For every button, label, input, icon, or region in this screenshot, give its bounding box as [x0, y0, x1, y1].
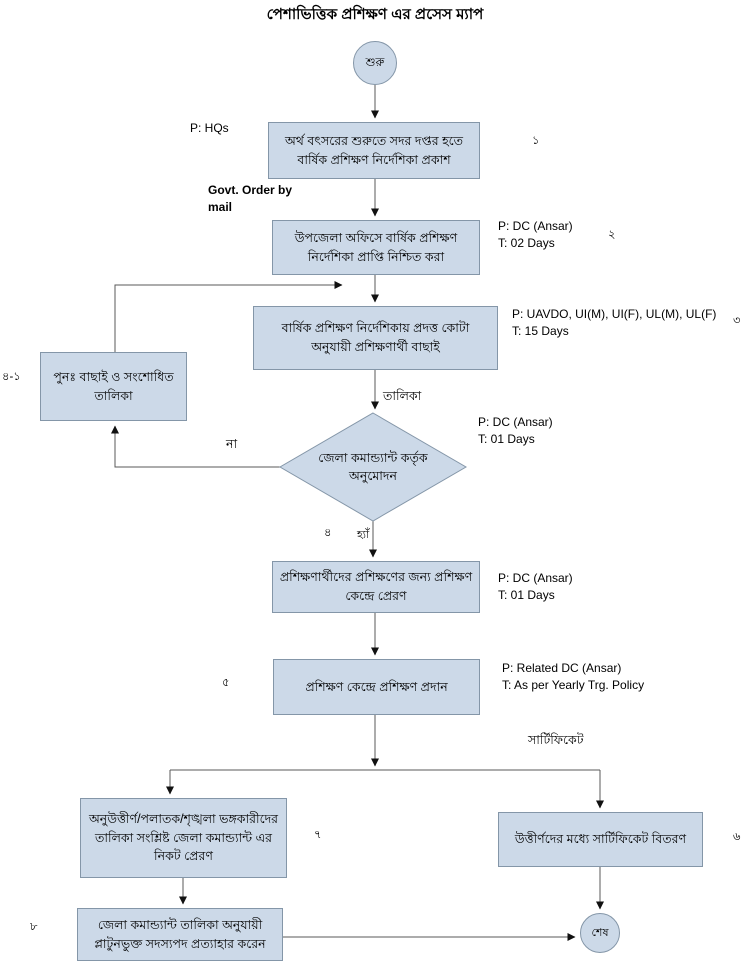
step-number-4-1: ৪-১ — [2, 371, 21, 383]
start-node-label: শুরু — [365, 56, 385, 69]
step8-label: জেলা কমান্ড্যান্ট তালিকা অনুযায়ী প্লাটু… — [94, 917, 266, 951]
step3-select-trainees-box: বার্ষিক প্রশিক্ষণ নির্দেশিকায় প্রদত্ত ক… — [253, 306, 498, 370]
start-node: শুরু — [353, 41, 397, 85]
step7-send-failed-list-box: অনুউত্তীর্ণ/পলাতক/শৃঙ্খলা ভঙ্গকারীদের তা… — [80, 798, 287, 878]
annotation-step4-pt: P: DC (Ansar) T: 01 Days — [498, 570, 573, 604]
annotation-step4-t: T: 01 Days — [498, 587, 555, 602]
edge-label-yes: হ্যাঁ — [357, 529, 370, 541]
annotation-decision-pt: P: DC (Ansar) T: 01 Days — [478, 414, 553, 448]
step4-label: প্রশিক্ষণার্থীদের প্রশিক্ষণের জন্য প্রশি… — [279, 570, 473, 603]
step2-confirm-receipt-box: উপজেলা অফিসে বার্ষিক প্রশিক্ষণ নির্দেশিক… — [272, 220, 480, 275]
end-node-label: শেষ — [591, 926, 609, 939]
rework-revised-list-box: পুনঃ বাছাই ও সংশোধিত তালিকা — [40, 352, 187, 421]
step2-label: উপজেলা অফিসে বার্ষিক প্রশিক্ষণ নির্দেশিক… — [294, 230, 458, 264]
edge-rework-to-mainline — [114, 281, 343, 352]
decision-text: জেলা কমান্ড্যান্ট কর্তৃক অনুমোদন — [318, 450, 428, 483]
annotation-govt-order-text: Govt. Order by mail — [208, 183, 293, 214]
step-number-4: ৪ — [324, 527, 332, 539]
step1-label: অর্থ বৎসরের শুরুতে সদর দপ্তর হতে বার্ষিক… — [284, 133, 464, 167]
annotation-step2-t: T: 02 Days — [498, 235, 555, 250]
step7-label: অনুউত্তীর্ণ/পলাতক/শৃঙ্খলা ভঙ্গকারীদের তা… — [88, 811, 279, 864]
step5-provide-training-box: প্রশিক্ষণ কেন্দ্রে প্রশিক্ষণ প্রদান — [273, 659, 480, 715]
annotation-step3-pt: P: UAVDO, UI(M), UI(F), UL(M), UL(F) T: … — [512, 306, 716, 340]
step6-distribute-certificates-box: উত্তীর্ণদের মধ্যে সার্টিফিকেট বিতরণ — [498, 812, 703, 867]
annotation-step3-p: P: UAVDO, UI(M), UI(F), UL(M), UL(F) — [512, 307, 717, 321]
annotation-step5-p: P: Related DC (Ansar) — [502, 661, 622, 675]
step5-label: প্রশিক্ষণ কেন্দ্রে প্রশিক্ষণ প্রদান — [305, 679, 448, 694]
edge-decision-no-to-rework — [111, 425, 280, 468]
annotation-decision-p: P: DC (Ansar) — [478, 415, 553, 429]
step4-send-to-training-center-box: প্রশিক্ষণার্থীদের প্রশিক্ষণের জন্য প্রশি… — [272, 561, 480, 613]
annotation-p-hqs: P: HQs — [190, 120, 229, 137]
step-number-6: ৬ — [733, 831, 741, 843]
step-number-7: ৭ — [314, 829, 322, 841]
annotation-step2-pt: P: DC (Ansar) T: 02 Days — [498, 218, 573, 252]
decision-diamond-shape — [279, 412, 467, 522]
step-number-8: ৮ — [30, 921, 38, 933]
annotation-step5-t: T: As per Yearly Trg. Policy — [502, 677, 645, 692]
step-number-5: ৫ — [222, 677, 230, 689]
step8-withdraw-membership-box: জেলা কমান্ড্যান্ট তালিকা অনুযায়ী প্লাটু… — [77, 908, 283, 961]
step-number-1: ১ — [532, 135, 540, 147]
step-number-2: ২ — [608, 229, 616, 241]
annotation-step2-p: P: DC (Ansar) — [498, 219, 573, 233]
rework-label: পুনঃ বাছাই ও সংশোধিত তালিকা — [53, 369, 174, 403]
step-number-3: ৩ — [733, 315, 741, 327]
annotation-step5-pt: P: Related DC (Ansar) T: As per Yearly T… — [502, 660, 644, 694]
annotation-step4-p: P: DC (Ansar) — [498, 571, 573, 585]
edge-label-no: না — [226, 437, 238, 451]
end-node: শেষ — [580, 913, 620, 953]
step6-label: উত্তীর্ণদের মধ্যে সার্টিফিকেট বিতরণ — [514, 832, 687, 847]
annotation-p-hqs-text: P: HQs — [190, 121, 229, 135]
page-title: পেশাভিত্তিক প্রশিক্ষণ এর প্রসেস ম্যাপ — [266, 6, 484, 23]
edge-label-certificate: সার্টিফিকেট — [528, 733, 584, 747]
step1-publish-directive-box: অর্থ বৎসরের শুরুতে সদর দপ্তর হতে বার্ষিক… — [268, 122, 480, 179]
edge-label-list: তালিকা — [383, 389, 422, 403]
annotation-govt-order: Govt. Order by mail — [208, 182, 318, 216]
annotation-decision-t: T: 01 Days — [478, 431, 535, 446]
approval-decision-label: জেলা কমান্ড্যান্ট কর্তৃক অনুমোদন — [300, 426, 446, 508]
step3-label: বার্ষিক প্রশিক্ষণ নির্দেশিকায় প্রদত্ত ক… — [281, 321, 470, 354]
annotation-step3-t: T: 15 Days — [512, 323, 569, 338]
